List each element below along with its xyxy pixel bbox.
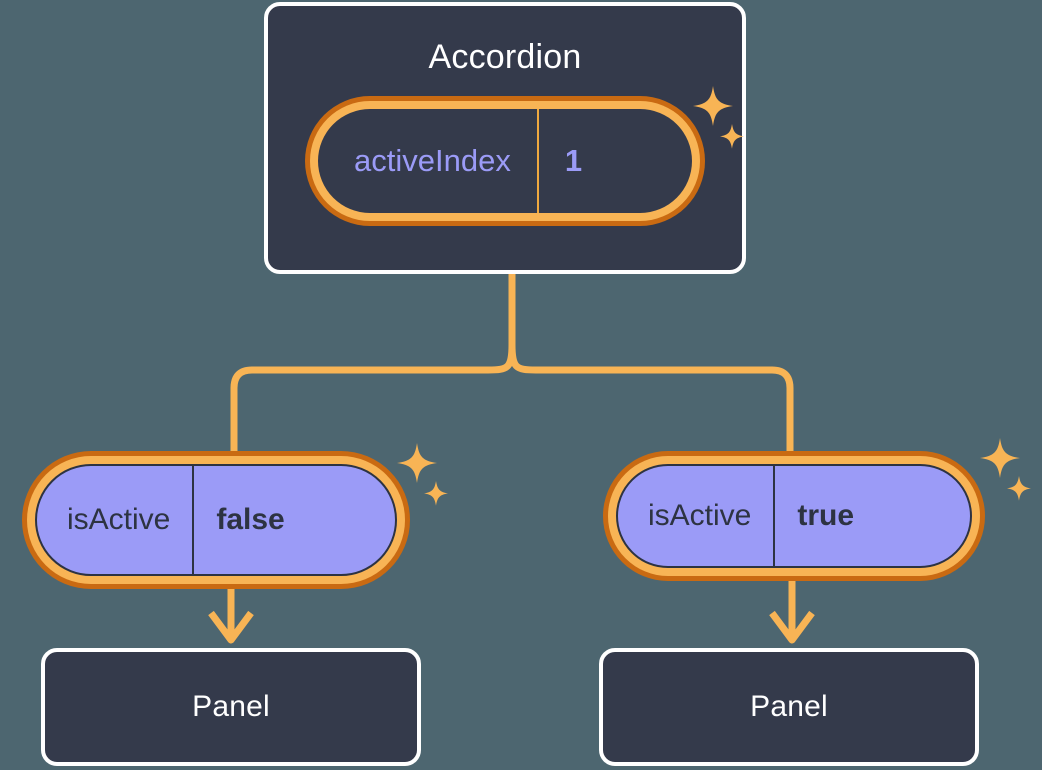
edge-branch-left	[230, 344, 516, 451]
panel-right-title: Panel	[750, 690, 828, 723]
pill-ring-inner: isActive false	[27, 456, 405, 584]
pill-body: isActive true	[616, 464, 972, 568]
sparkle-group-right	[980, 438, 1031, 501]
pill-ring-inner: activeIndex 1	[310, 101, 700, 221]
pill-body: activeIndex 1	[318, 109, 692, 213]
accordion-title: Accordion	[428, 38, 582, 76]
pill-body: isActive false	[35, 464, 397, 576]
component-node-panel-left[interactable]: Panel	[41, 648, 421, 766]
sparkle-four-point-star	[397, 443, 437, 483]
prop-pill-is-active-right[interactable]: isActive true	[603, 451, 985, 581]
prop-pill-value: true	[773, 466, 888, 566]
arrow-head-left-icon	[208, 610, 254, 644]
prop-pill-value: false	[192, 466, 318, 574]
edge-branch-right	[508, 344, 794, 451]
state-pill-key: activeIndex	[354, 143, 511, 178]
prop-pill-is-active-left[interactable]: isActive false	[22, 451, 410, 589]
prop-pill-key: isActive	[648, 499, 752, 532]
sparkle-four-point-star	[980, 438, 1020, 478]
pill-ring-inner: isActive true	[608, 456, 980, 576]
prop-pill-key: isActive	[67, 503, 171, 536]
sparkle-four-point-star-small	[1007, 476, 1031, 501]
component-node-panel-right[interactable]: Panel	[599, 648, 979, 766]
state-pill-active-index[interactable]: activeIndex 1	[305, 96, 705, 226]
sparkle-four-point-star-small	[424, 481, 448, 506]
arrow-head-right-icon	[769, 610, 815, 644]
state-pill-value: 1	[536, 109, 622, 213]
panel-left-title: Panel	[192, 690, 270, 723]
